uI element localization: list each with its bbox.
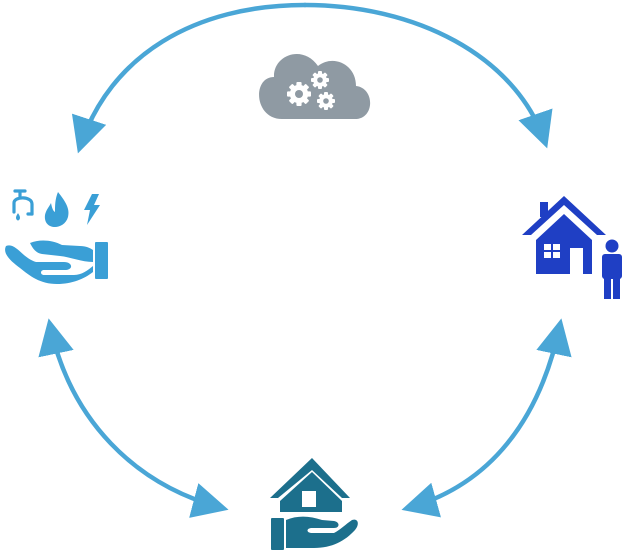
- cloud-gears-icon: [259, 54, 371, 119]
- gear-large-icon: [287, 82, 311, 106]
- utilities-icons: [12, 189, 100, 227]
- gear-small-bottom-icon: [317, 92, 335, 110]
- hand-house-icon: [270, 458, 358, 550]
- gear-small-top-icon: [311, 71, 329, 89]
- water-tap-icon: [12, 189, 34, 221]
- person-icon: [602, 239, 622, 299]
- flame-icon: [44, 192, 69, 227]
- house-person-icon: [522, 196, 622, 299]
- hand-utilities-icon: [5, 240, 108, 284]
- lightning-icon: [84, 194, 100, 225]
- arrow-top-left: [71, 2, 308, 154]
- arrow-top-right: [302, 2, 553, 149]
- arrow-bottom-left: [38, 318, 229, 518]
- arrows: [38, 2, 572, 518]
- arrow-bottom-right: [401, 318, 572, 518]
